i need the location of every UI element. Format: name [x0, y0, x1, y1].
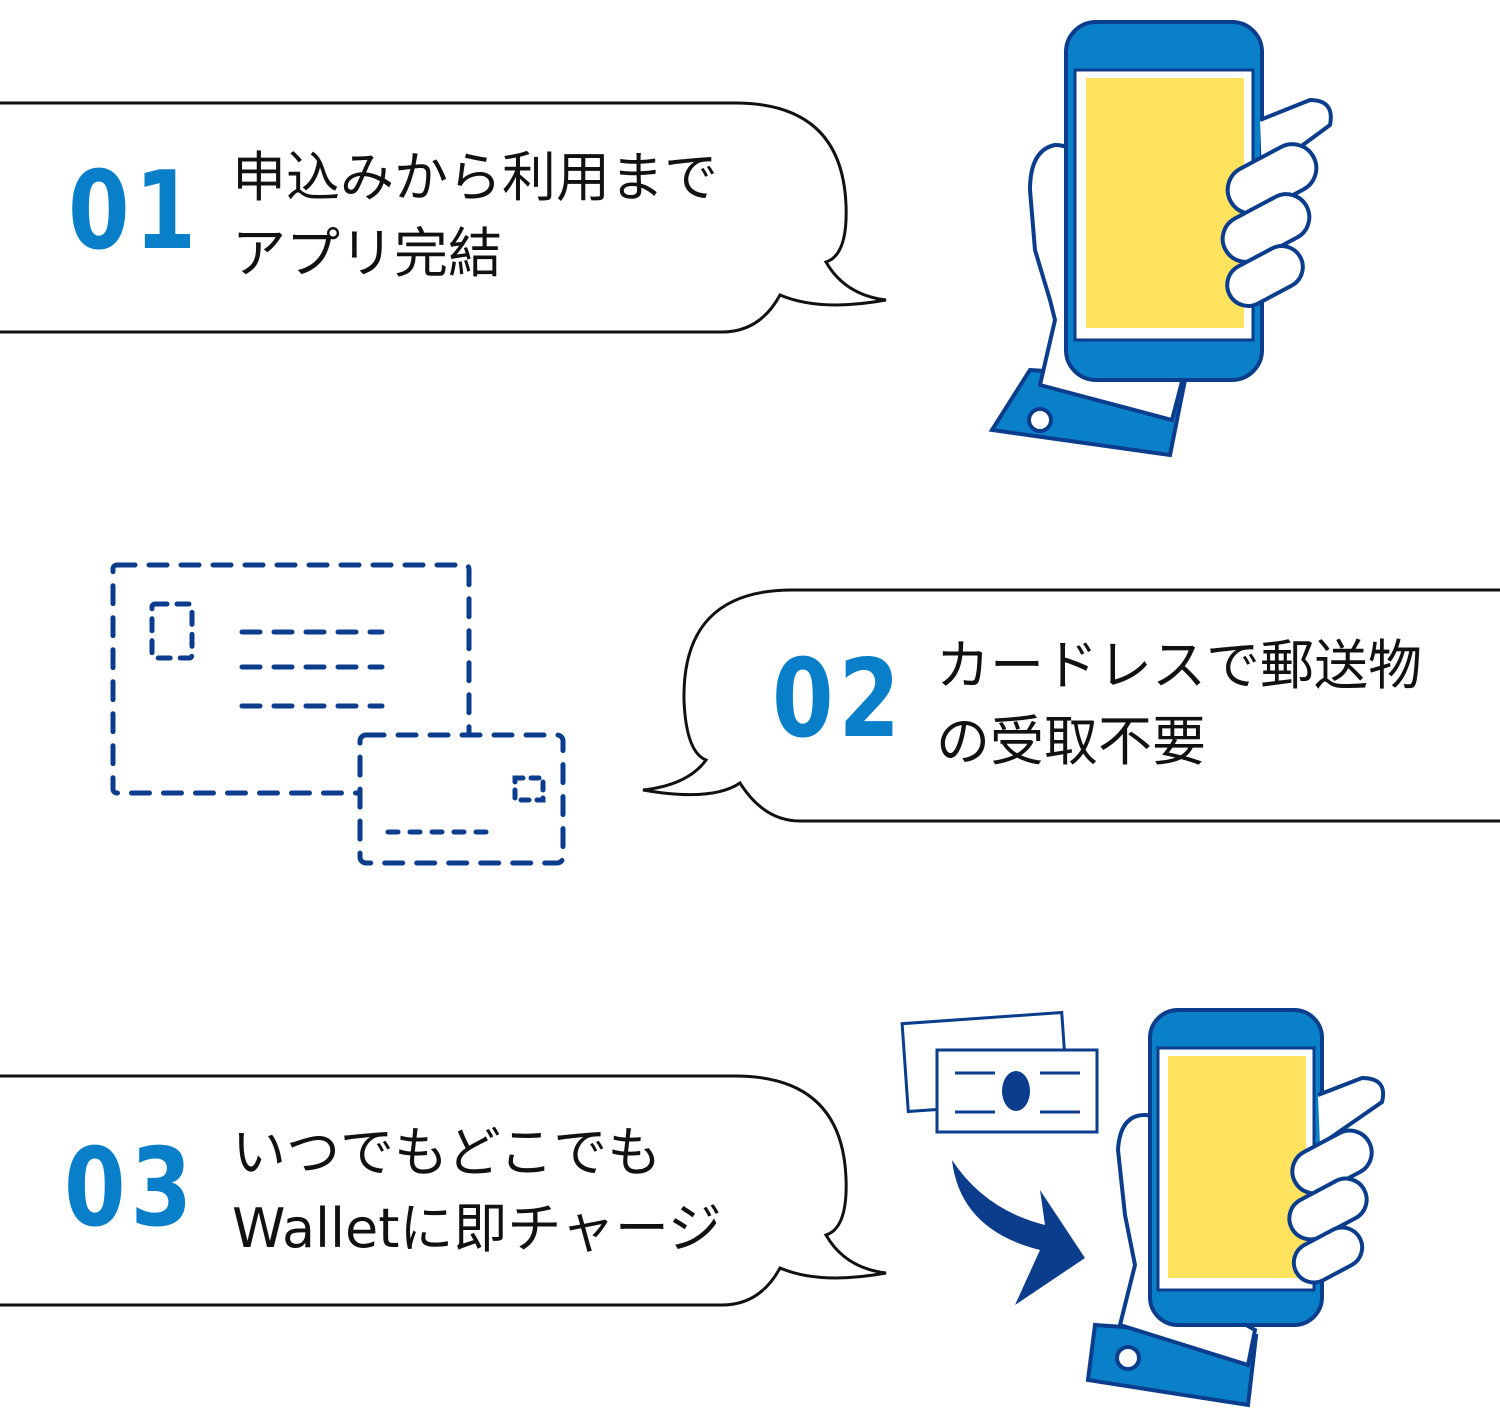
speech-bubble-2: [642, 588, 1500, 823]
banknote-icon: [900, 1010, 1099, 1134]
arrow-icon: [952, 1160, 1085, 1305]
speech-bubble-3: [0, 1074, 887, 1307]
hand-holding-phone-icon: [988, 20, 1333, 458]
dashed-cards-icon: [110, 562, 566, 866]
money-to-phone-icon: [900, 1008, 1385, 1408]
speech-bubble-1: [0, 101, 887, 334]
